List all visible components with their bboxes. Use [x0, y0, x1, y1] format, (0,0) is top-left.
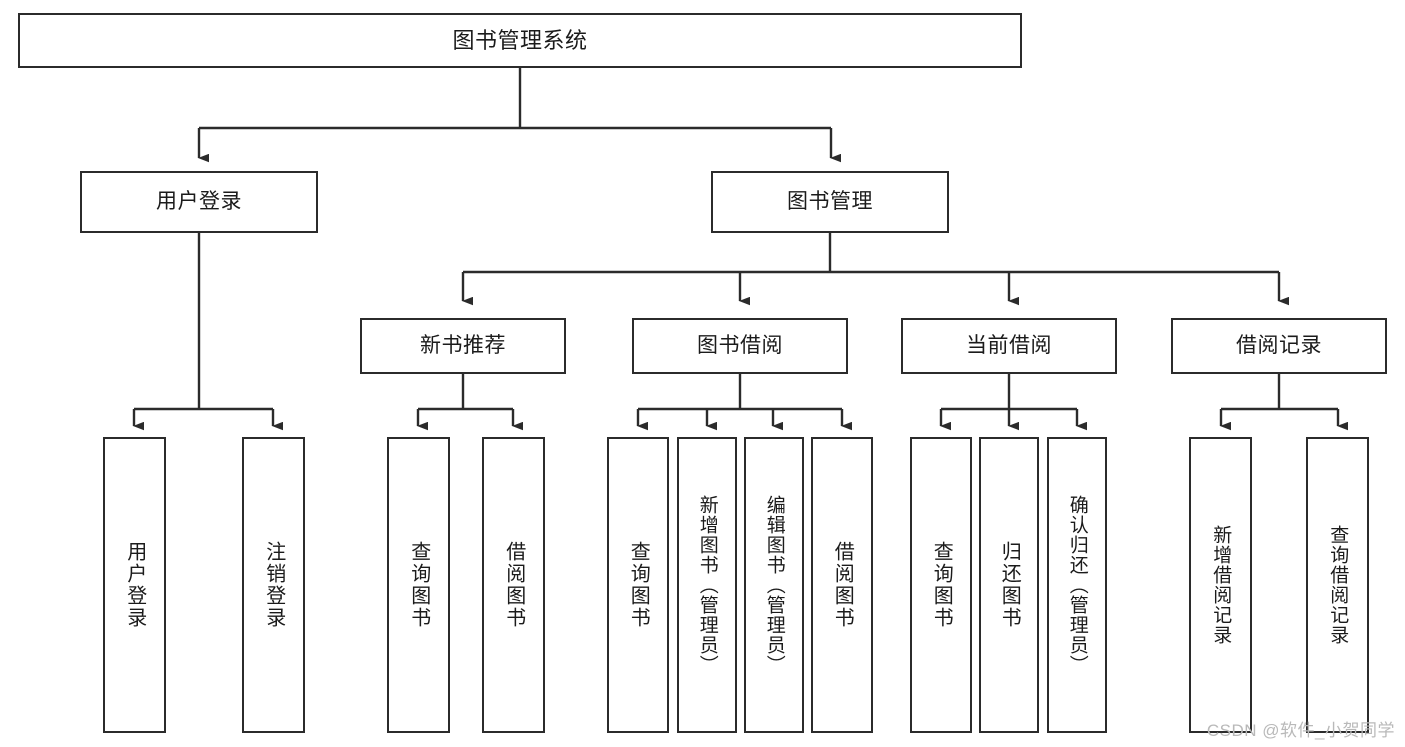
node-label: 当前借阅 [966, 333, 1052, 357]
leaf-label: 用户登录 [123, 541, 146, 629]
leaf-current-borrow-confirm-return[interactable]: 确认归还（管理员） [1047, 437, 1107, 733]
leaf-label: 借阅图书 [502, 541, 525, 629]
node-label: 图书管理 [787, 189, 873, 213]
leaf-new-book-query[interactable]: 查询图书 [387, 437, 450, 733]
leaf-book-borrow-borrow[interactable]: 借阅图书 [811, 437, 873, 733]
leaf-user-login-logout[interactable]: 注销登录 [242, 437, 305, 733]
node-label: 图书借阅 [697, 333, 783, 357]
node-book-borrow[interactable]: 图书借阅 [632, 318, 848, 374]
leaf-current-borrow-query[interactable]: 查询图书 [910, 437, 972, 733]
leaf-book-borrow-edit[interactable]: 编辑图书（管理员） [744, 437, 804, 733]
leaf-label: 新增借阅记录 [1210, 525, 1232, 645]
leaf-user-login-login[interactable]: 用户登录 [103, 437, 166, 733]
node-book-management[interactable]: 图书管理 [711, 171, 949, 233]
leaf-label: 确认归还（管理员） [1066, 495, 1088, 675]
node-label: 图书管理系统 [452, 27, 588, 53]
node-label: 用户登录 [156, 189, 242, 213]
leaf-label: 注销登录 [262, 541, 285, 629]
node-user-login[interactable]: 用户登录 [80, 171, 318, 233]
leaf-label: 查询图书 [407, 541, 430, 629]
watermark: CSDN @软件_小贺同学 [1206, 721, 1395, 740]
node-root-system[interactable]: 图书管理系统 [18, 13, 1022, 68]
leaf-label: 编辑图书（管理员） [763, 495, 785, 675]
leaf-borrow-record-add[interactable]: 新增借阅记录 [1189, 437, 1252, 733]
leaf-label: 查询图书 [627, 541, 650, 629]
leaf-new-book-borrow[interactable]: 借阅图书 [482, 437, 545, 733]
node-borrow-record[interactable]: 借阅记录 [1171, 318, 1387, 374]
leaf-label: 归还图书 [998, 541, 1021, 629]
leaf-book-borrow-add[interactable]: 新增图书（管理员） [677, 437, 737, 733]
leaf-label: 新增图书（管理员） [696, 495, 718, 675]
node-new-book-recommend[interactable]: 新书推荐 [360, 318, 566, 374]
leaf-label: 借阅图书 [831, 541, 854, 629]
node-current-borrow[interactable]: 当前借阅 [901, 318, 1117, 374]
node-label: 新书推荐 [420, 333, 506, 357]
leaf-label: 查询借阅记录 [1327, 525, 1349, 645]
leaf-book-borrow-query[interactable]: 查询图书 [607, 437, 669, 733]
leaf-borrow-record-query[interactable]: 查询借阅记录 [1306, 437, 1369, 733]
leaf-current-borrow-return[interactable]: 归还图书 [979, 437, 1039, 733]
leaf-label: 查询图书 [930, 541, 953, 629]
node-label: 借阅记录 [1236, 333, 1322, 357]
